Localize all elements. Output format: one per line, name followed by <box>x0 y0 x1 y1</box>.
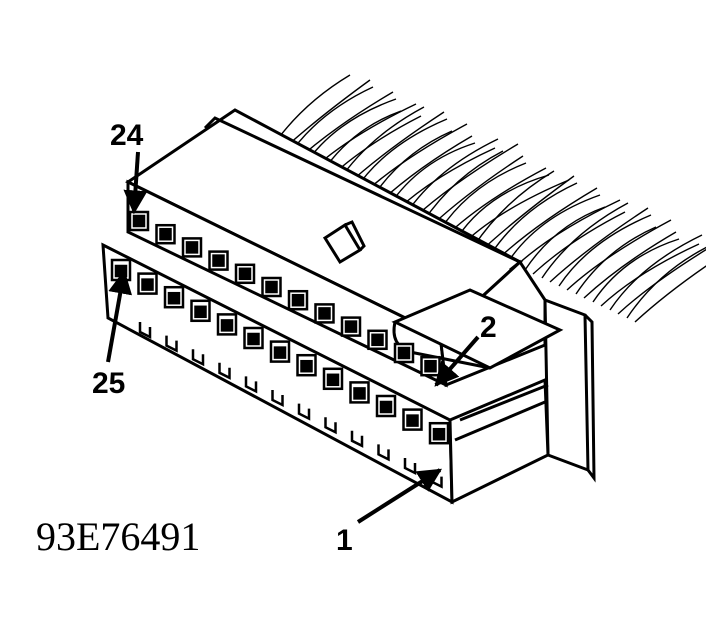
wire-strand <box>592 238 680 303</box>
callout-label-1: 1 <box>336 524 353 557</box>
wire-strand <box>456 174 550 239</box>
upper-cavity-terminal <box>159 227 172 241</box>
wire-strand <box>566 219 672 291</box>
edge-notch <box>191 349 205 367</box>
wire-strand <box>617 248 706 315</box>
arrow-pin-25 <box>106 269 133 363</box>
edge-notch <box>218 362 231 380</box>
wire-strand <box>549 207 649 283</box>
wire-strand <box>515 199 621 267</box>
upper-cavity-terminal <box>238 267 252 281</box>
upper-cavity-terminal <box>212 254 225 267</box>
callout-arrows <box>106 151 480 524</box>
wire-strand <box>532 211 626 275</box>
callout-label-2: 2 <box>480 311 497 344</box>
wire-strand <box>413 143 519 219</box>
latch-tab <box>322 220 366 265</box>
figure-code: 93E76491 <box>36 514 200 559</box>
upper-cavity-terminal <box>132 214 146 228</box>
upper-cavity-terminal <box>318 307 331 320</box>
upper-cavity-terminal <box>397 346 411 360</box>
lower-cavity-terminal <box>141 278 154 291</box>
edge-notch <box>244 376 258 394</box>
wire-strand <box>609 234 703 311</box>
arrow-pin-24 <box>123 151 148 215</box>
lower-row-cavities <box>110 258 450 445</box>
wire-strand <box>388 142 476 207</box>
lower-cavity-terminal <box>326 373 340 387</box>
edge-notch <box>165 335 178 353</box>
wire-strand <box>405 138 499 215</box>
arrow-pin-1 <box>356 468 443 524</box>
upper-cavity-terminal <box>185 241 199 254</box>
wire-strand <box>507 194 601 263</box>
lower-cavity-terminal <box>379 400 393 414</box>
wire-strand <box>498 187 598 259</box>
lower-cavity-terminal <box>273 346 287 359</box>
wire-strand <box>626 246 706 319</box>
edge-notch <box>403 458 417 476</box>
lower-cavity-terminal <box>406 414 419 427</box>
upper-cavity-terminal <box>371 333 384 347</box>
callout-label-24: 24 <box>110 119 144 152</box>
callout-label-25: 25 <box>92 367 125 400</box>
wire-strand <box>524 206 606 271</box>
wire-strand <box>473 170 555 247</box>
wire-strand <box>490 182 578 255</box>
lower-cavity-terminal <box>167 291 181 305</box>
wire-strand <box>481 175 575 251</box>
upper-cavity-terminal <box>291 293 305 307</box>
lower-cavity-terminal <box>432 427 446 441</box>
edge-notch <box>138 322 152 340</box>
lower-cavity-terminal <box>247 332 260 346</box>
wire-strand <box>541 202 629 279</box>
lower-cavity-terminal <box>300 359 313 373</box>
edge-notch <box>271 390 284 408</box>
wire-strand <box>575 226 657 295</box>
wire-strand <box>558 214 652 287</box>
wire-strand <box>583 231 677 299</box>
wire-strand <box>439 162 527 231</box>
edge-notch <box>377 444 390 462</box>
edge-notch <box>350 430 364 448</box>
lower-cavity-terminal <box>353 387 366 400</box>
connector-upper-housing <box>125 108 564 388</box>
wire-strand <box>634 265 706 323</box>
arrow-pin-2 <box>434 335 480 387</box>
wire-strand <box>600 243 700 307</box>
lower-cavity-terminal <box>194 305 207 319</box>
upper-cavity-terminal <box>344 320 358 333</box>
wire-strand <box>464 179 570 243</box>
edge-notch <box>324 417 337 435</box>
lower-cavity-terminal <box>220 319 234 332</box>
upper-cavity-terminal <box>265 280 278 294</box>
edge-notch <box>297 403 311 421</box>
upper-cavity-terminal <box>424 359 437 373</box>
